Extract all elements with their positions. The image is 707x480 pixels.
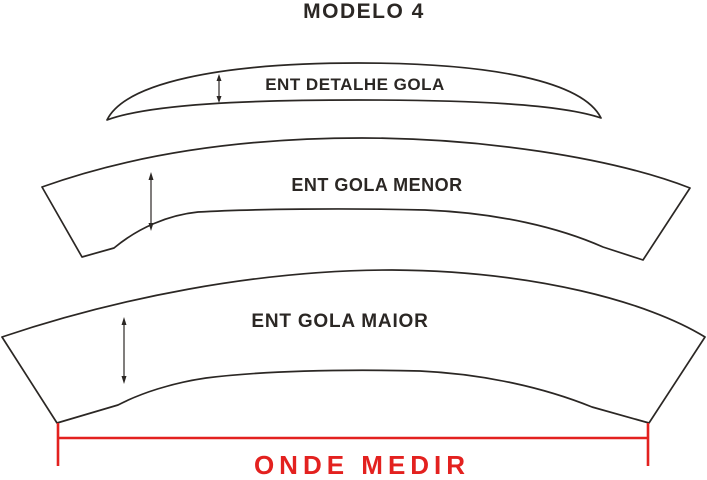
measure-guide [56,423,650,466]
pattern-piece-detalhe-gola: ENT DETALHE GOLA [106,62,602,121]
gola-menor-label: ENT GOLA MENOR [291,175,462,195]
gola-maior-outline [1,269,706,424]
measure-label: ONDE MEDIR [254,450,470,480]
detalhe-gola-outline [106,62,602,121]
detalhe-gola-label: ENT DETALHE GOLA [265,75,445,94]
height-arrow-icon [216,74,222,103]
pattern-piece-gola-maior: ENT GOLA MAIOR [1,269,706,424]
pattern-piece-gola-menor: ENT GOLA MENOR [41,137,691,261]
page-title: MODELO 4 [303,0,425,23]
height-arrow-icon [121,317,127,384]
gola-maior-label: ENT GOLA MAIOR [251,311,428,332]
gola-menor-outline [41,137,691,261]
height-arrow-icon [148,172,154,231]
